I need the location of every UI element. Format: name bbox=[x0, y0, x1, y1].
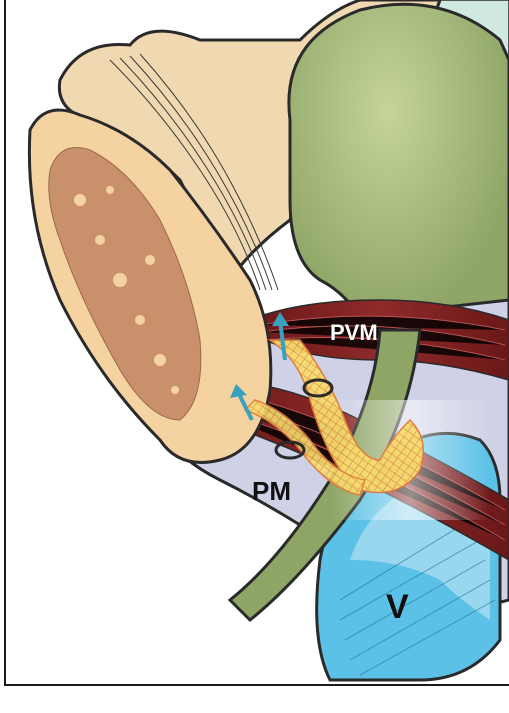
label-pvm: PVM bbox=[330, 320, 378, 345]
label-v: V bbox=[386, 588, 409, 626]
label-pm: PM bbox=[252, 476, 291, 506]
